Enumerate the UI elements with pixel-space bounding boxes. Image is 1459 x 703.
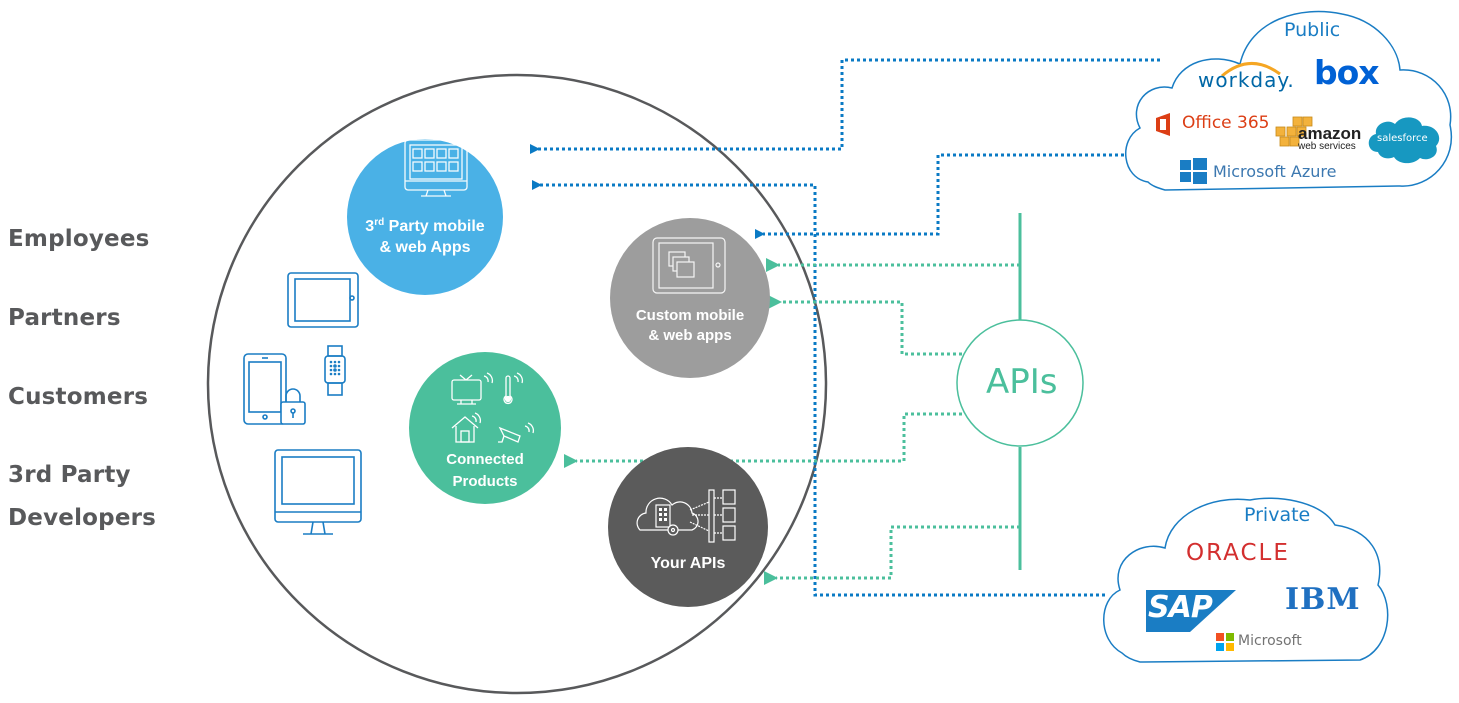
apis-hub-label: APIs (986, 362, 1058, 402)
apis-hub-circle[interactable] (956, 319, 1084, 447)
aws-cubes-icon (1275, 116, 1313, 147)
label-3rd-prefix: 3 (365, 218, 375, 235)
salesforce-logo: salesforce (1377, 133, 1428, 144)
node-3rd-party-apps[interactable] (347, 139, 503, 295)
blue-connectors (530, 58, 1160, 597)
security-camera-icon (498, 422, 535, 443)
node-3rd-party-label: 3rd Party mobile & web Apps (347, 216, 503, 259)
public-cloud-title: Public (1284, 19, 1341, 41)
label-3rd-rest: Party mobile (384, 218, 485, 235)
label-connected-line2: Products (452, 472, 518, 490)
private-cloud-title: Private (1244, 504, 1311, 526)
lock-icon (280, 388, 306, 425)
node-connected-label: Connected Products (409, 449, 561, 493)
tablet-windows-icon (652, 237, 726, 294)
audience-partners: Partners (8, 305, 121, 331)
salesforce-cloud-icon (1368, 117, 1440, 164)
office365-logo: Office 365 (1182, 113, 1270, 133)
node-your-apis-label: Your APIs (608, 554, 768, 575)
tv-icon (451, 372, 494, 405)
box-logo: box (1314, 53, 1380, 92)
microsoft-icon (1216, 633, 1234, 651)
node-connected-products[interactable] (409, 352, 561, 504)
aws-logo-subtext: web services (1298, 141, 1356, 152)
label-connected-line1: Connected (446, 451, 524, 468)
oracle-logo: ORACLE (1186, 540, 1290, 566)
windows-icon (1180, 158, 1207, 184)
desktop-monitor-icon (274, 449, 362, 535)
microsoft-logo: Microsoft (1238, 633, 1302, 649)
sap-logo-shape (1146, 590, 1236, 632)
enterprise-boundary (206, 73, 828, 695)
smartwatch-icon (324, 345, 346, 396)
connector-public-to-3rd-party-top (530, 58, 1160, 154)
label-3rd-line2: & web Apps (379, 238, 471, 256)
workday-logo: workday. (1198, 68, 1295, 92)
connector-public-to-custom (755, 153, 1130, 239)
connector-apis-to-custom-2 (768, 295, 962, 356)
audience-customers: Customers (8, 384, 149, 410)
connector-apis-to-connected (564, 412, 962, 468)
connector-apis-to-your-apis (764, 525, 1020, 585)
office365-icon (1156, 113, 1170, 136)
audience-employees: Employees (8, 226, 150, 252)
node-custom-label: Custom mobile & web apps (610, 306, 770, 345)
node-your-apis[interactable] (608, 447, 768, 607)
tablet-icon (287, 272, 359, 328)
monitor-apps-icon (404, 139, 468, 197)
ibm-logo: IBM (1285, 582, 1361, 617)
amazon-logo: amazon (1298, 124, 1362, 143)
device-icons (243, 272, 362, 535)
sap-logo: SAP (1148, 590, 1213, 625)
audience-developers: Developers (8, 505, 157, 531)
audience-3rd-party: 3rd Party (8, 462, 131, 488)
workday-arc-icon (1221, 62, 1281, 78)
label-3rd-sup: rd (374, 217, 385, 228)
azure-logo: Microsoft Azure (1213, 162, 1337, 181)
connector-private-to-3rd-party (532, 180, 1105, 597)
thermometer-icon (503, 372, 524, 405)
green-connectors (564, 258, 1020, 585)
smart-home-icon (451, 412, 482, 443)
label-custom-line2: & web apps (648, 326, 732, 344)
iot-devices-icon (451, 372, 535, 443)
label-your-apis: Your APIs (650, 555, 726, 572)
cloud-api-icon (636, 489, 736, 543)
label-custom-line1: Custom mobile (635, 307, 745, 324)
smartphone-icon (243, 353, 287, 425)
node-custom-apps[interactable] (610, 218, 770, 378)
